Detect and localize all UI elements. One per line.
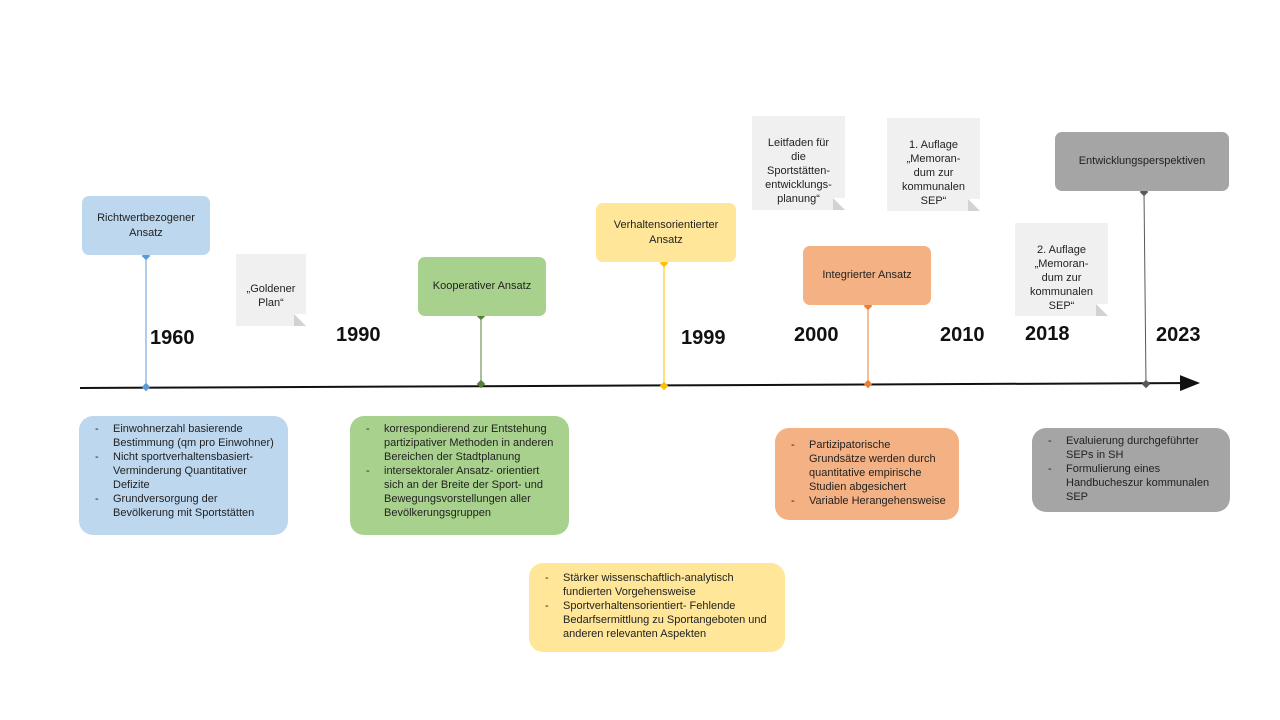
note-auflage-2-fold <box>1096 304 1108 316</box>
year-2010: 2010 <box>940 324 985 346</box>
note-auflage-1: 1. Auflage „Memoran- dum zur kommunalen … <box>887 118 980 211</box>
timeline-axis <box>79 375 1200 392</box>
approach-integriert: Integrierter Ansatz <box>803 246 931 305</box>
note-goldener-plan: „Goldener Plan“ <box>236 254 306 326</box>
desc-kooperativ-list: korrespondierend zur Entstehung partizip… <box>360 422 557 520</box>
list-item: intersektoraler Ansatz- orientiert sich … <box>360 464 557 520</box>
marker-richtwert-bottom <box>141 382 151 392</box>
connector-perspektiven <box>1143 191 1147 385</box>
marker-integriert-bottom <box>863 379 873 389</box>
year-2018: 2018 <box>1025 323 1070 345</box>
approach-richtwert: Richtwertbezogener Ansatz <box>82 196 210 255</box>
list-item: Variable Herangehensweise <box>785 494 947 508</box>
desc-richtwert-list: Einwohnerzahl basierende Bestimmung (qm … <box>89 422 276 520</box>
approach-kooperativ: Kooperativer Ansatz <box>418 257 546 316</box>
approach-verhalten-label: Verhaltensorientierter Ansatz <box>613 218 719 246</box>
approach-integriert-label: Integrierter Ansatz <box>822 269 912 281</box>
approach-perspektiven-label: Entwicklungsperspektiven <box>1078 155 1206 167</box>
desc-integriert-list: Partizipatorische Grundsätze werden durc… <box>785 438 947 508</box>
desc-kooperativ: korrespondierend zur Entstehung partizip… <box>350 416 569 535</box>
marker-verhalten-bottom <box>659 381 669 391</box>
note-leitfaden-text: Leitfaden für die Sportstätten- entwickl… <box>765 137 832 205</box>
desc-verhalten-list: Stärker wissenschaftlich-analytisch fund… <box>539 571 773 641</box>
approach-perspektiven: Entwicklungsperspektiven <box>1055 132 1229 191</box>
desc-verhalten: Stärker wissenschaftlich-analytisch fund… <box>529 563 785 652</box>
list-item: Einwohnerzahl basierende Bestimmung (qm … <box>89 422 276 450</box>
year-2000: 2000 <box>794 324 839 346</box>
approach-richtwert-label: Richtwertbezogener Ansatz <box>97 211 195 239</box>
approach-kooperativ-label: Kooperativer Ansatz <box>432 280 532 292</box>
note-auflage-1-fold <box>968 199 980 211</box>
desc-richtwert: Einwohnerzahl basierende Bestimmung (qm … <box>79 416 288 535</box>
year-1999: 1999 <box>681 327 726 349</box>
approach-verhalten: Verhaltensorientierter Ansatz <box>596 203 736 262</box>
desc-integriert: Partizipatorische Grundsätze werden durc… <box>775 428 959 520</box>
desc-perspektiven-list: Evaluierung durchgeführter SEPs in SH Fo… <box>1042 434 1218 504</box>
note-leitfaden: Leitfaden für die Sportstätten- entwickl… <box>752 116 845 210</box>
list-item: Stärker wissenschaftlich-analytisch fund… <box>539 571 773 599</box>
year-1960: 1960 <box>150 327 195 349</box>
note-auflage-1-text: 1. Auflage „Memoran- dum zur kommunalen … <box>902 139 965 207</box>
list-item: korrespondierend zur Entstehung partizip… <box>360 422 557 464</box>
list-item: Partizipatorische Grundsätze werden durc… <box>785 438 947 494</box>
note-goldener-plan-text: „Goldener Plan“ <box>246 283 296 309</box>
list-item: Evaluierung durchgeführter SEPs in SH <box>1042 434 1218 462</box>
list-item: Grundversorgung der Bevölkerung mit Spor… <box>89 492 276 520</box>
list-item: Formulierung eines Handbucheszur kommuna… <box>1042 462 1218 504</box>
year-2023: 2023 <box>1156 324 1201 346</box>
list-item: Sportverhaltensorientiert- Fehlende Beda… <box>539 599 773 641</box>
marker-kooperativ-bottom <box>476 379 486 389</box>
marker-perspektiven-bottom <box>1141 379 1151 389</box>
note-auflage-2-text: 2. Auflage „Memoran- dum zur kommunalen … <box>1030 244 1093 312</box>
list-item: Nicht sportverhaltensbasiert- Verminderu… <box>89 450 276 492</box>
note-auflage-2: 2. Auflage „Memoran- dum zur kommunalen … <box>1015 223 1108 316</box>
note-goldener-plan-fold <box>294 314 306 326</box>
year-1990: 1990 <box>336 324 381 346</box>
desc-perspektiven: Evaluierung durchgeführter SEPs in SH Fo… <box>1032 428 1230 512</box>
note-leitfaden-fold <box>833 198 845 210</box>
